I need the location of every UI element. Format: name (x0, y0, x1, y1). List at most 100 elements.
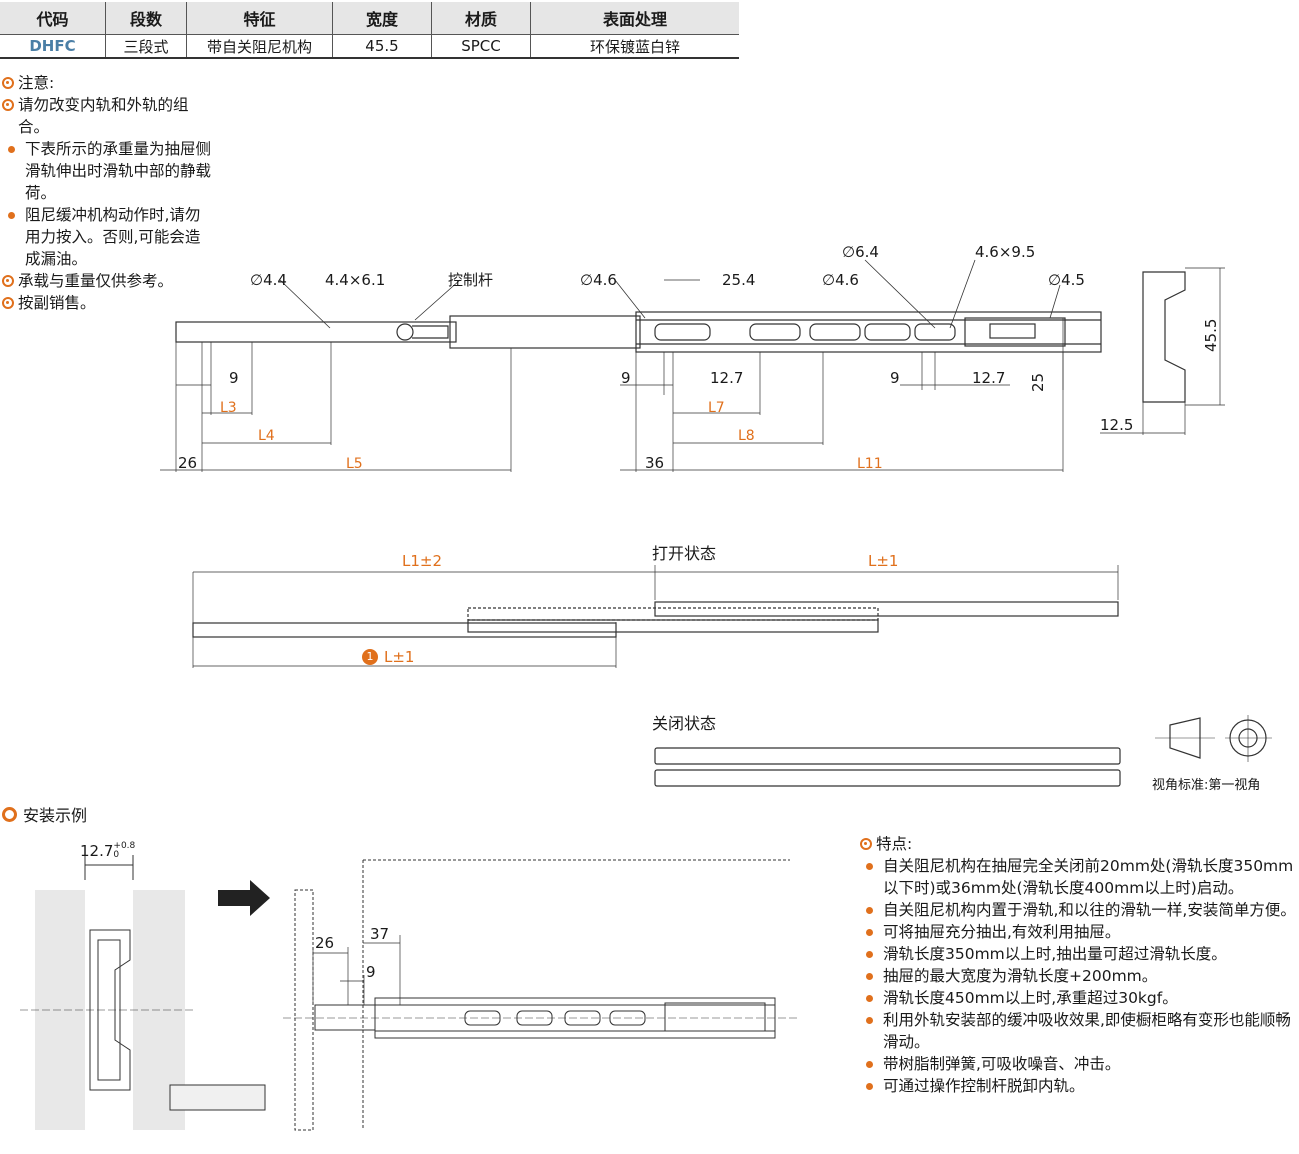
spec-data-row: DHFC 三段式 带自关阻尼机构 45.5 SPCC 环保镀蓝白锌 (0, 34, 739, 59)
features-title-row: 特点: (860, 833, 1299, 855)
tol-minus: 0 (113, 850, 120, 860)
first-angle-projection-icon (1155, 715, 1272, 762)
feature-item: 自关阻尼机构内置于滑轨,和以往的滑轨一样,安装简单方便。 (860, 899, 1299, 921)
feature-text: 自关阻尼机构内置于滑轨,和以往的滑轨一样,安装简单方便。 (883, 901, 1296, 919)
side-view-drawing: ∅4.4 4.4×6.1 控制杆 ∅4.6 25.4 ∅6.4 4.6×9.5 … (160, 243, 1225, 472)
header-feature: 特征 (186, 2, 333, 35)
label-l5: L5 (346, 456, 363, 472)
dim-slot-4-6x9-5: 4.6×9.5 (975, 243, 1035, 261)
dim-hole-6-4: ∅6.4 (842, 243, 879, 261)
cell-feature: 带自关阻尼机构 (186, 34, 333, 59)
feature-item: 利用外轨安装部的缓冲吸收效果,即使橱柜略有变形也能顺畅滑动。 (860, 1009, 1299, 1053)
feature-item: 可将抽屉充分抽出,有效利用抽屉。 (860, 921, 1299, 943)
label-l11: L11 (857, 456, 883, 472)
open-state-drawing (192, 565, 1119, 668)
dim-9-a: 9 (229, 369, 239, 387)
dim-hole-4-6-b: ∅4.6 (822, 271, 859, 289)
notes-block: 注意: 请勿改变内轨和外轨的组合。 下表所示的承重量为抽屉侧滑轨伸出时滑轨中部的… (2, 72, 214, 314)
cell-material: SPCC (431, 34, 531, 59)
notes-title-row: 注意: (2, 72, 214, 94)
dim-l-bottom: 1 L±1 (362, 648, 414, 666)
header-material: 材质 (431, 2, 531, 35)
cell-surface: 环保镀蓝白锌 (530, 34, 739, 59)
dot-bullet-icon (866, 1061, 873, 1068)
outer-rail (635, 311, 1102, 353)
feature-text: 可将抽屉充分抽出,有效利用抽屉。 (883, 923, 1121, 941)
control-lever-label: 控制杆 (448, 271, 493, 289)
note-item: 承载与重量仅供参考。 (2, 270, 214, 292)
dot-bullet-icon (8, 212, 15, 219)
open-state-title: 打开状态 (652, 544, 717, 563)
ring-bullet-icon (2, 77, 14, 89)
dot-bullet-icon (866, 1083, 873, 1090)
ring-bullet-icon (860, 838, 872, 850)
install-dim-37: 37 (370, 925, 389, 943)
feature-item: 抽屉的最大宽度为滑轨长度+200mm。 (860, 965, 1299, 987)
note-text: 承载与重量仅供参考。 (18, 272, 174, 290)
dot-bullet-icon (866, 907, 873, 914)
header-code: 代码 (0, 2, 106, 35)
note-text: 按副销售。 (18, 294, 96, 312)
closed-state-drawing (654, 747, 1121, 787)
label-l7: L7 (708, 400, 725, 416)
cell-stages: 三段式 (105, 34, 187, 59)
dim-slot-4-4x6-1: 4.4×6.1 (325, 271, 385, 289)
feature-item: 自关阻尼机构在抽屉完全关闭前20mm处(滑轨长度350mm以下时)或36mm处(… (860, 855, 1299, 899)
spec-header-row: 代码 段数 特征 宽度 材质 表面处理 (0, 2, 739, 35)
dot-bullet-icon (866, 973, 873, 980)
features-title: 特点: (876, 835, 913, 853)
feature-text: 抽屉的最大宽度为滑轨长度+200mm。 (883, 967, 1158, 985)
cell-code: DHFC (0, 34, 106, 59)
middle-rail (449, 315, 641, 349)
dot-bullet-icon (8, 146, 15, 153)
ring-bullet-icon (2, 297, 14, 309)
feature-text: 带树脂制弹簧,可吸收噪音、冲击。 (883, 1055, 1121, 1073)
dim-hole-4-5: ∅4.5 (1048, 271, 1085, 289)
dim-l-top: L±1 (868, 552, 898, 570)
dim-l1: L1±2 (402, 552, 442, 570)
notes-title: 注意: (18, 74, 55, 92)
feature-text: 可通过操作控制杆脱卸内轨。 (883, 1077, 1085, 1095)
note-text: 请勿改变内轨和外轨的组合。 (18, 96, 189, 136)
inner-rail (175, 321, 457, 343)
dot-bullet-icon (866, 1017, 873, 1024)
dim-l-bottom-text: L±1 (384, 648, 415, 666)
feature-text: 滑轨长度350mm以上时,抽出量可超过滑轨长度。 (883, 945, 1227, 963)
dot-bullet-icon (866, 995, 873, 1002)
view-note: 视角标准:第一视角 (1152, 778, 1261, 793)
dim-36: 36 (645, 454, 664, 472)
note-text: 阻尼缓冲机构动作时,请勿用力按入。否则,可能会造成漏油。 (25, 206, 201, 268)
dim-9-c: 9 (890, 369, 900, 387)
note-item: 下表所示的承重量为抽屉侧滑轨伸出时滑轨中部的静载荷。 (2, 138, 214, 204)
ring-bullet-icon (2, 275, 14, 287)
dim-l1-text: L1±2 (402, 552, 443, 570)
dim-45-5: 45.5 (1202, 319, 1220, 352)
dim-12-7-a: 12.7 (710, 369, 743, 387)
dot-bullet-icon (866, 929, 873, 936)
feature-text: 滑轨长度450mm以上时,承重超过30kgf。 (883, 989, 1178, 1007)
dim-25: 25 (1029, 373, 1047, 392)
dim-12-7-b: 12.7 (972, 369, 1005, 387)
closed-state-title: 关闭状态 (652, 714, 717, 733)
feature-item: 滑轨长度450mm以上时,承重超过30kgf。 (860, 987, 1299, 1009)
note-item: 请勿改变内轨和外轨的组合。 (2, 94, 214, 138)
section-ring-icon (2, 806, 17, 822)
dot-bullet-icon (866, 951, 873, 958)
dim-9-b: 9 (621, 369, 631, 387)
dim-26: 26 (178, 454, 197, 472)
install-width-value: 12.7 (80, 842, 114, 860)
install-title: 安装示例 (23, 806, 88, 825)
header-width: 宽度 (332, 2, 432, 35)
feature-text: 利用外轨安装部的缓冲吸收效果,即使橱柜略有变形也能顺畅滑动。 (883, 1011, 1291, 1051)
dim-hole-4-6-a: ∅4.6 (580, 271, 617, 289)
cell-width: 45.5 (332, 34, 432, 59)
feature-text: 自关阻尼机构在抽屉完全关闭前20mm处(滑轨长度350mm以下时)或36mm处(… (883, 857, 1294, 897)
dim-hole-4-4: ∅4.4 (250, 271, 287, 289)
label-l8: L8 (738, 428, 755, 444)
feature-item: 可通过操作控制杆脱卸内轨。 (860, 1075, 1299, 1097)
ring-bullet-icon (2, 99, 14, 111)
features-block: 特点: 自关阻尼机构在抽屉完全关闭前20mm处(滑轨长度350mm以下时)或36… (860, 833, 1299, 1097)
note-item: 按副销售。 (2, 292, 214, 314)
dim-25-4: 25.4 (722, 271, 755, 289)
